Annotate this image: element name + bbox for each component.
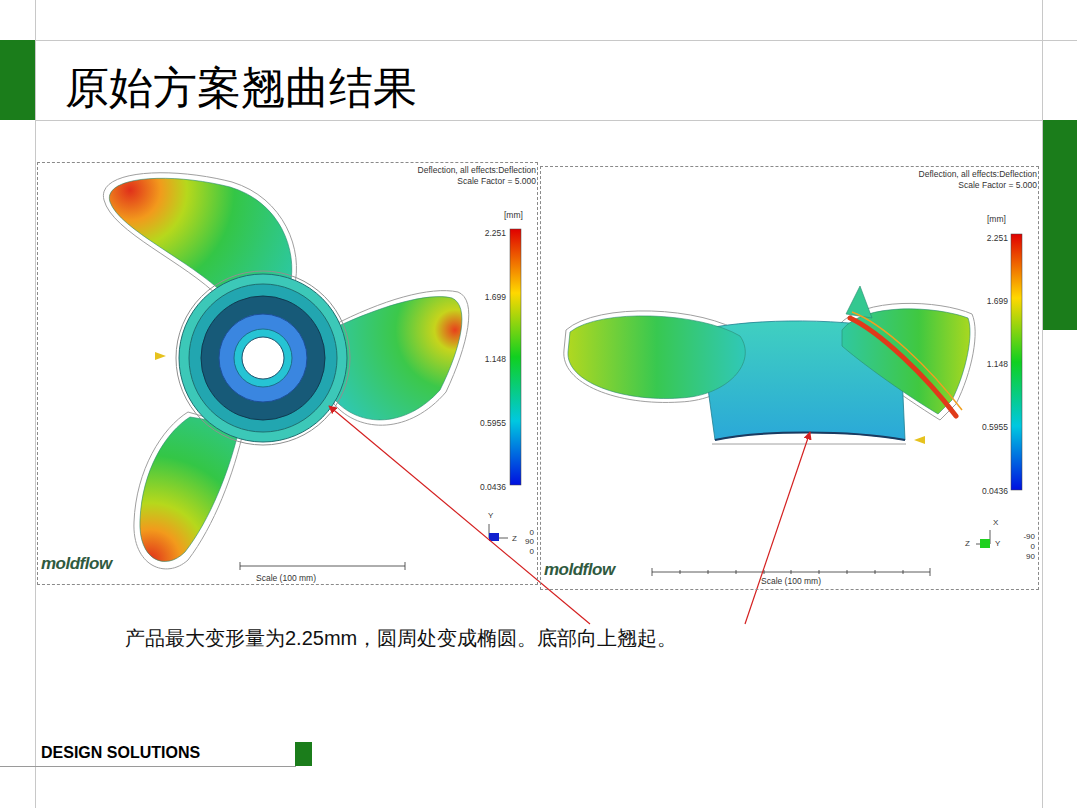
scale-caption: Scale (100 mm) [256, 574, 316, 583]
axis-label: Z [965, 540, 970, 548]
result-header: Scale Factor = 5.000 [958, 181, 1037, 190]
scale-value: 0.0436 [982, 487, 1008, 496]
scale-value: 1.148 [987, 360, 1008, 369]
leader-line [329, 406, 810, 624]
axis-angle: 0 [1031, 543, 1035, 551]
scale-value: 1.148 [485, 355, 506, 364]
unit-label: [mm] [987, 215, 1006, 224]
caption: 产品最大变形量为2.25mm，圆周处变成椭圆。底部向上翘起。 [125, 626, 677, 650]
footer-label: DESIGN SOLUTIONS [41, 745, 200, 761]
scale-value: 1.699 [485, 293, 506, 302]
scale-value: 0.0436 [480, 483, 506, 492]
result-panel: Deflection, all effects:DeflectionScale … [540, 166, 1039, 590]
color-bar [510, 229, 521, 485]
axis-label: Y [995, 540, 1000, 548]
axis-angle: 90 [525, 538, 534, 546]
scale-value: 2.251 [485, 229, 506, 238]
scale-value: 0.5955 [480, 419, 506, 428]
axis-angle: 0 [530, 529, 534, 537]
axis-label: Z [512, 535, 517, 543]
axis-label: X [993, 519, 998, 527]
propeller-front-view [103, 173, 468, 569]
result-header: Scale Factor = 5.000 [457, 177, 536, 186]
axis-angle: -90 [1023, 533, 1035, 541]
axis-triad [489, 524, 990, 548]
result-header: Deflection, all effects:Deflection [919, 170, 1037, 179]
propeller-side-view [564, 286, 975, 444]
scale-value: 2.251 [987, 234, 1008, 243]
color-bar [1011, 234, 1022, 490]
software-logo: moldflow [41, 555, 112, 572]
axis-angle: 0 [530, 548, 534, 556]
unit-label: [mm] [504, 211, 523, 220]
slide-title: 原始方案翘曲结果 [65, 62, 417, 115]
axis-label: Y [488, 512, 493, 520]
axis-angle: 90 [1026, 553, 1035, 561]
result-header: Deflection, all effects:Deflection [418, 166, 536, 175]
scale-value: 0.5955 [982, 423, 1008, 432]
software-logo: moldflow [544, 561, 615, 578]
result-panel: Deflection, all effects:DeflectionScale … [37, 162, 538, 585]
scale-value: 1.699 [987, 297, 1008, 306]
scale-caption: Scale (100 mm) [761, 577, 821, 586]
